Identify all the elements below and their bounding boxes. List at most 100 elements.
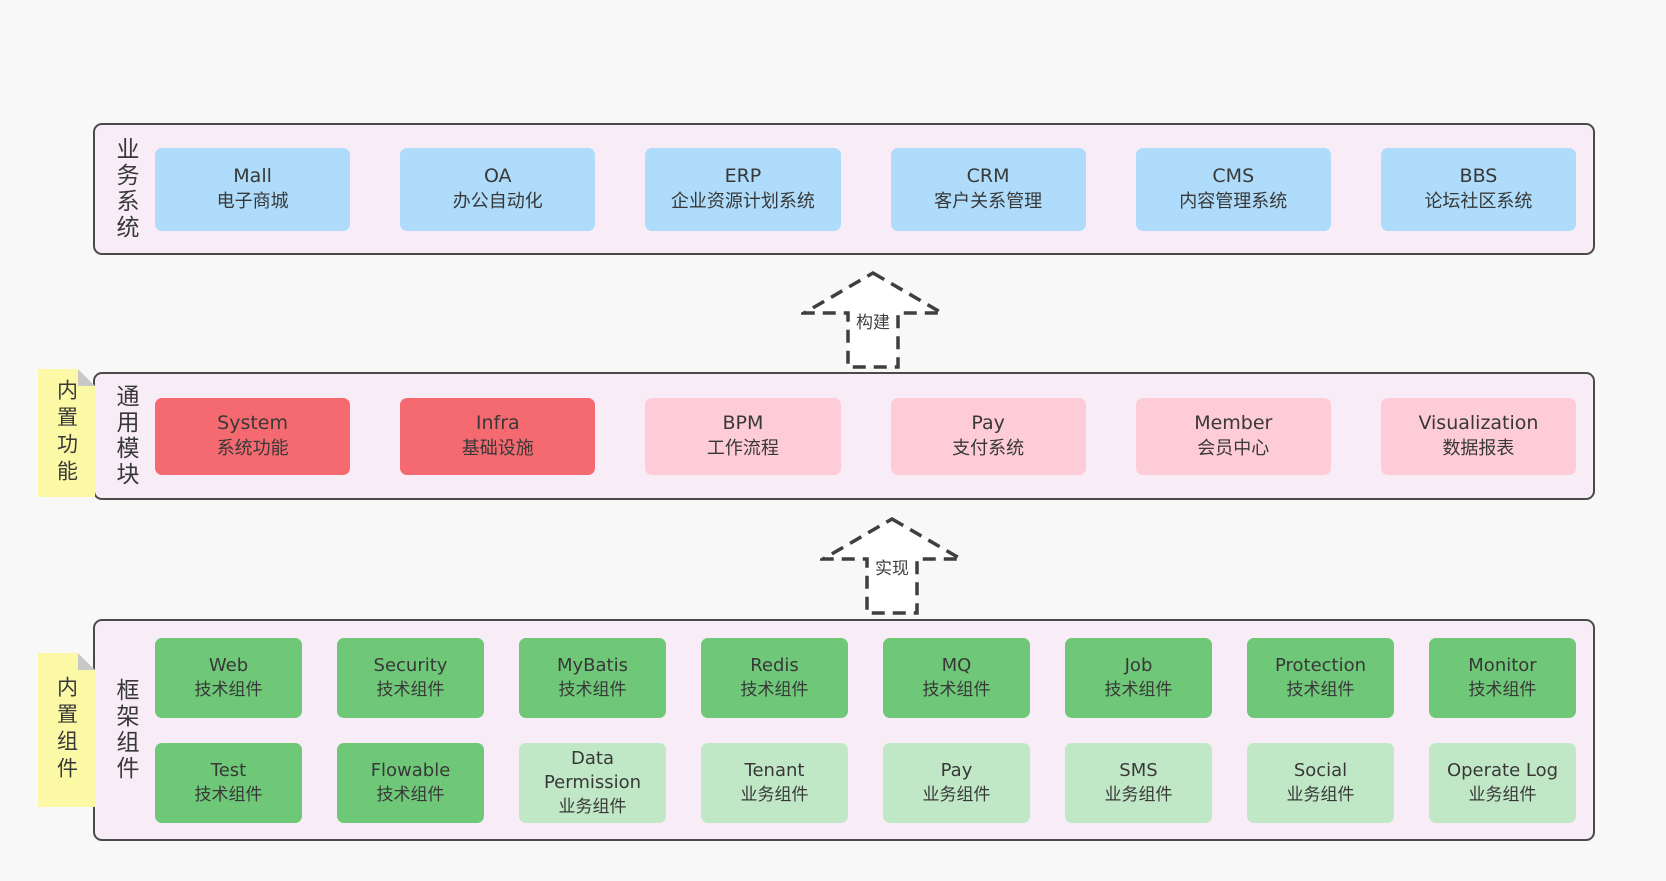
diagram-box-mall: Mall 电子商城 (155, 147, 351, 231)
diagram-box-sms: SMS 业务组件 (1065, 742, 1212, 823)
sticky-note-text: 内置功能 (54, 379, 79, 487)
box-subtitle: 工作流程 (706, 438, 779, 459)
box-title: Redis (750, 654, 799, 676)
box-subtitle: 技术组件 (194, 784, 263, 805)
diagram-box-flowable: Flowable 技术组件 (337, 742, 484, 823)
sticky-note-text: 内置组件 (54, 676, 79, 784)
diagram-box-social: Social 业务组件 (1247, 742, 1394, 823)
diagram-box-security: Security 技术组件 (337, 637, 484, 718)
box-subtitle: 内容管理系统 (1179, 191, 1288, 212)
arrow-up-implement: 实现 (820, 516, 964, 616)
box-title: SMS (1119, 759, 1158, 781)
box-subtitle: 技术组件 (194, 679, 263, 700)
box-title: Security (373, 654, 448, 676)
box-title: Monitor (1468, 654, 1537, 676)
box-subtitle: 业务组件 (1286, 784, 1355, 805)
box-subtitle: 业务组件 (740, 784, 809, 805)
box-title: Social (1293, 759, 1348, 781)
box-title: Tenant (744, 759, 805, 781)
band-business-systems-label: 业务系统 (112, 137, 138, 241)
diagram-box-oa: OA 办公自动化 (400, 147, 596, 231)
diagram-box-job: Job 技术组件 (1065, 637, 1212, 718)
box-subtitle: 基础设施 (461, 438, 534, 459)
box-title: CMS (1212, 165, 1255, 187)
box-title: Pay (940, 759, 973, 781)
diagram-box-bpm: BPM 工作流程 (645, 397, 841, 475)
diagram-box-pay: Pay 业务组件 (883, 742, 1030, 823)
arrow-up-build: 构建 (801, 270, 945, 370)
band-framework-components-label: 框架组件 (112, 678, 138, 782)
diagram-box-data-permission: Data Permission 业务组件 (519, 742, 666, 823)
box-subtitle: 论坛社区系统 (1424, 191, 1533, 212)
box-title: Pay (971, 412, 1005, 434)
box-title: Data Permission (543, 747, 642, 793)
box-subtitle: 技术组件 (376, 784, 445, 805)
box-title: MyBatis (557, 654, 628, 676)
box-subtitle: 办公自动化 (452, 191, 543, 212)
arrow-build-label: 构建 (853, 312, 893, 334)
box-subtitle: 技术组件 (1104, 679, 1173, 700)
box-subtitle: 业务组件 (1468, 784, 1537, 805)
box-subtitle: 企业资源计划系统 (670, 191, 815, 212)
diagram-box-protection: Protection 技术组件 (1247, 637, 1394, 718)
box-title: BPM (722, 412, 764, 434)
box-row: System 系统功能 Infra 基础设施 BPM 工作流程 Pay 支付系统 Member 会… (155, 397, 1577, 475)
band-common-modules: 通用模块 System 系统功能 Infra 基础设施 BPM 工作流程 Pay 支付系统 Me… (93, 372, 1595, 500)
box-subtitle: 电子商城 (216, 191, 289, 212)
diagram-box-cms: CMS 内容管理系统 (1135, 147, 1331, 231)
box-title: Mall (233, 165, 272, 187)
box-subtitle: 技术组件 (1468, 679, 1537, 700)
box-subtitle: 技术组件 (740, 679, 809, 700)
box-title: System (217, 412, 289, 434)
sticky-note-builtin-components: 内置组件 (38, 653, 95, 807)
band-common-modules-label: 通用模块 (112, 384, 138, 488)
box-title: OA (483, 165, 512, 187)
diagram-box-web: Web 技术组件 (155, 637, 302, 718)
box-title: Visualization (1418, 412, 1539, 434)
box-subtitle: 技术组件 (558, 679, 627, 700)
box-title: Web (208, 654, 249, 676)
box-title: Infra (475, 412, 520, 434)
box-subtitle: 数据报表 (1442, 438, 1515, 459)
box-subtitle: 业务组件 (922, 784, 991, 805)
band-common-modules-boxes: System 系统功能 Infra 基础设施 BPM 工作流程 Pay 支付系统 Member 会… (155, 374, 1593, 498)
box-title: Protection (1274, 654, 1367, 676)
diagram-box-infra: Infra 基础设施 (400, 397, 596, 475)
box-title: Flowable (370, 759, 451, 781)
diagram-box-pay: Pay 支付系统 (890, 397, 1086, 475)
diagram-box-visualization: Visualization 数据报表 (1380, 397, 1577, 475)
box-title: Member (1194, 412, 1273, 434)
diagram-box-redis: Redis 技术组件 (701, 637, 848, 718)
box-subtitle: 技术组件 (922, 679, 991, 700)
box-subtitle: 技术组件 (1286, 679, 1355, 700)
box-title: Job (1124, 654, 1153, 676)
box-subtitle: 业务组件 (1104, 784, 1173, 805)
diagram-box-system: System 系统功能 (155, 397, 351, 475)
diagram-box-tenant: Tenant 业务组件 (701, 742, 848, 823)
diagram-box-mq: MQ 技术组件 (883, 637, 1030, 718)
box-subtitle: 支付系统 (952, 438, 1025, 459)
box-subtitle: 技术组件 (376, 679, 445, 700)
diagram-box-member: Member 会员中心 (1135, 397, 1331, 475)
box-subtitle: 会员中心 (1197, 438, 1270, 459)
box-subtitle: 业务组件 (558, 796, 627, 817)
sticky-note-builtin-functions: 内置功能 (38, 369, 95, 497)
box-title: MQ (941, 654, 972, 676)
box-subtitle: 系统功能 (216, 438, 289, 459)
diagram-box-monitor: Monitor 技术组件 (1429, 637, 1576, 718)
box-title: CRM (966, 165, 1010, 187)
arrow-implement-label: 实现 (872, 558, 912, 580)
